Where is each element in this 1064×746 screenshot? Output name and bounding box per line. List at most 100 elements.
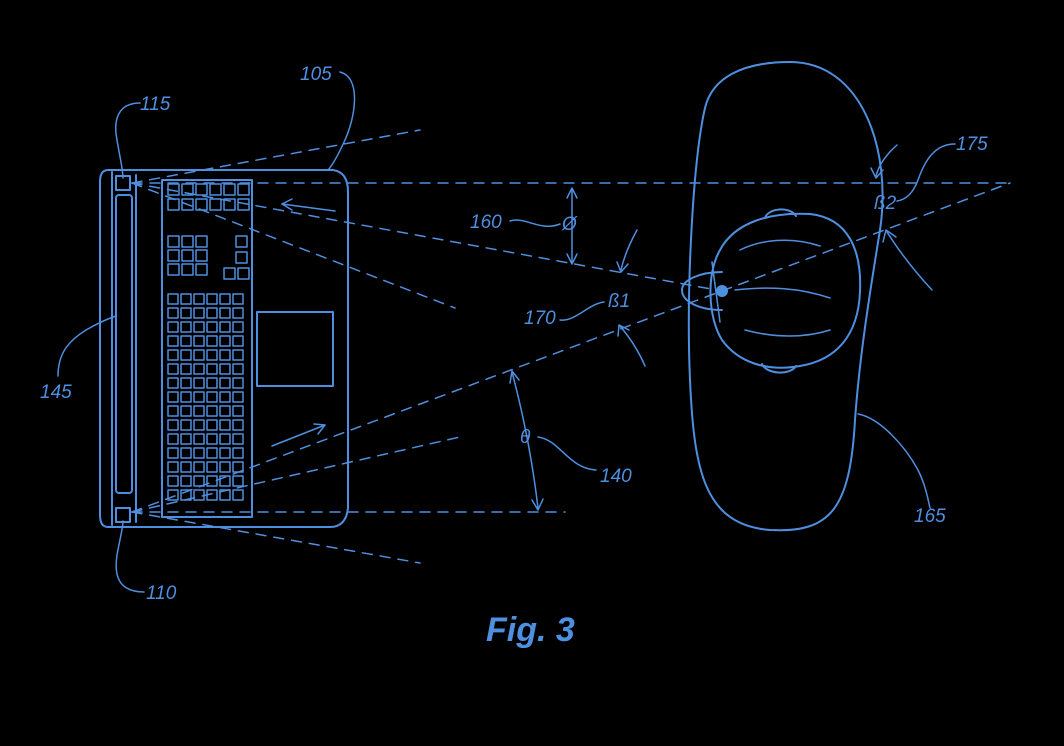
keyboard-key xyxy=(194,364,204,374)
laptop-outline xyxy=(100,170,348,527)
display-panel xyxy=(116,195,132,493)
leader-145 xyxy=(58,316,116,376)
keyboard-key xyxy=(168,250,179,261)
keyboard-key xyxy=(168,236,179,247)
label-110: 110 xyxy=(146,583,177,604)
keyboard-key xyxy=(220,336,230,346)
keyboard-key xyxy=(233,420,243,430)
keyboard-key xyxy=(181,406,191,416)
keyboard-key xyxy=(182,236,193,247)
keyboard-key xyxy=(207,336,217,346)
keyboard-key xyxy=(182,250,193,261)
keyboard-key xyxy=(194,322,204,332)
keyboard-key xyxy=(181,350,191,360)
keyboard-key xyxy=(168,322,178,332)
keyboard-key xyxy=(233,336,243,346)
keyboard-key xyxy=(196,250,207,261)
keyboard-key xyxy=(196,199,207,210)
keyboard-key xyxy=(168,294,178,304)
keyboard-key xyxy=(168,448,178,458)
leader-160 xyxy=(510,220,560,226)
keyboard-key xyxy=(168,434,178,444)
keyboard-key xyxy=(233,378,243,388)
keyboard-key xyxy=(224,184,235,195)
leader-170 xyxy=(560,302,604,320)
keyboard-key xyxy=(220,322,230,332)
keyboard-key xyxy=(220,308,230,318)
keyboard-key xyxy=(196,184,207,195)
label-160: 160 xyxy=(470,212,502,233)
leader-140 xyxy=(538,437,596,470)
user-hair-3 xyxy=(745,330,830,336)
keyboard-key xyxy=(181,336,191,346)
keyboard-key xyxy=(194,490,204,500)
keyboard-key xyxy=(207,420,217,430)
keyboard-key xyxy=(207,406,217,416)
keyboard-key xyxy=(220,448,230,458)
b2-arc-lower xyxy=(887,232,932,290)
keyboard-key xyxy=(207,448,217,458)
keyboard-key xyxy=(168,350,178,360)
label-170: 170 xyxy=(524,308,556,329)
keyboard-key xyxy=(233,364,243,374)
keyboard-key xyxy=(220,364,230,374)
keyboard-key xyxy=(233,434,243,444)
label-145: 145 xyxy=(40,382,72,403)
keyboard-key xyxy=(168,476,178,486)
keyboard-key xyxy=(194,462,204,472)
keyboard-key xyxy=(168,420,178,430)
label-115: 115 xyxy=(140,94,171,115)
laptop xyxy=(100,170,348,527)
keyboard-key xyxy=(168,392,178,402)
keyboard-key xyxy=(220,350,230,360)
keyboard-key xyxy=(196,236,207,247)
keyboard-key xyxy=(233,490,243,500)
keyboard-key xyxy=(224,268,235,279)
keyboard-key xyxy=(181,378,191,388)
keyboard-key xyxy=(194,308,204,318)
keyboard-key xyxy=(238,184,249,195)
keyboard-key xyxy=(181,294,191,304)
leader-105 xyxy=(328,72,355,170)
leader-165 xyxy=(858,414,930,508)
keyboard-key xyxy=(181,308,191,318)
keyboard-key xyxy=(220,378,230,388)
keyboard-key xyxy=(207,308,217,318)
keyboard-key xyxy=(233,294,243,304)
keyboard-key xyxy=(220,294,230,304)
keyboard-key xyxy=(181,322,191,332)
user-eye-point xyxy=(716,285,728,297)
arrow-left xyxy=(282,204,335,211)
keyboard-key xyxy=(181,434,191,444)
label-140: 140 xyxy=(600,466,632,487)
keyboard-key xyxy=(194,392,204,402)
keyboard-key xyxy=(207,364,217,374)
b2-symbol: ß2 xyxy=(874,193,897,214)
keyboard-key xyxy=(194,476,204,486)
keyboard-key xyxy=(168,406,178,416)
keyboard-key xyxy=(194,420,204,430)
label-105: 105 xyxy=(300,64,332,85)
keyboard-key xyxy=(220,462,230,472)
keyboard-key xyxy=(233,476,243,486)
angle-markers xyxy=(510,145,932,510)
keyboard-key xyxy=(220,420,230,430)
b1-arc-upper xyxy=(621,230,637,270)
keyboard-key xyxy=(207,462,217,472)
keyboard-key xyxy=(194,336,204,346)
keyboard-key xyxy=(168,199,179,210)
keyboard-key xyxy=(194,434,204,444)
keyboard-key xyxy=(181,392,191,402)
keyboard-key xyxy=(194,350,204,360)
keyboard-key xyxy=(236,252,247,263)
top-fov-upper xyxy=(132,130,420,183)
keyboard-key xyxy=(168,378,178,388)
keyboard-key xyxy=(196,264,207,275)
user xyxy=(682,62,883,530)
keyboard-key xyxy=(233,448,243,458)
keyboard-key xyxy=(181,364,191,374)
keyboard-key xyxy=(220,434,230,444)
keyboard-key xyxy=(207,322,217,332)
keyboard-key xyxy=(181,448,191,458)
